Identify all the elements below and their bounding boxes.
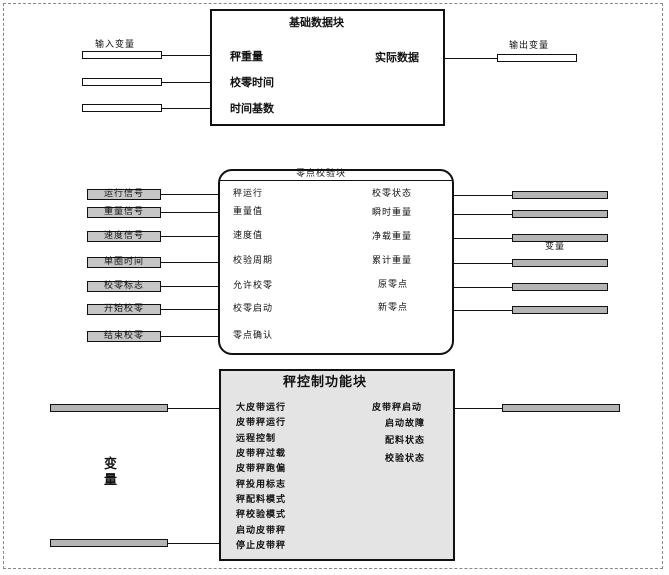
connector [161,309,218,310]
output-bar-net-weight [512,234,608,242]
input-bar-time-base [82,104,162,112]
connector [454,263,512,264]
connector [161,286,218,287]
input-weight-value: 重量值 [233,207,264,217]
output-total-weight: 累计重量 [372,256,413,266]
input-variables-label: 输入变量 [95,40,136,50]
output-bar-total-weight [512,259,608,267]
zero-check-block-title: 零点校验块 [296,169,347,179]
input-weight: 秤重量 [230,50,263,63]
input-scale-in-use-flag: 秤投用标志 [236,480,287,490]
input-main-belt-run: 大皮带运行 [236,403,287,413]
connector [161,262,218,263]
output-actual-data: 实际数据 [375,51,419,64]
input-batching-mode: 秤配料模式 [236,495,287,505]
signal-speed: 速度信号 [87,231,161,242]
connector [161,194,218,195]
input-speed-value: 速度值 [233,231,264,241]
input-bar-zero-time [82,78,162,86]
input-belt-overload: 皮带秤过载 [236,449,287,459]
output-bar-actual-data [497,54,577,62]
connector [162,108,210,109]
signal-run: 运行信号 [87,189,161,200]
input-scale-run: 秤运行 [233,189,264,199]
signal-end-zero: 结束校零 [87,331,161,342]
input-check-period: 校验周期 [233,256,274,266]
connector [454,287,512,288]
output-belt-scale-start: 皮带秤启动 [372,403,423,413]
connector [168,543,219,544]
output-bar-new-zero [512,306,608,314]
connector [445,58,497,59]
output-new-zero: 新零点 [378,303,409,313]
output-variables-label: 输出变量 [509,41,550,51]
connector [168,408,219,409]
input-time-base: 时间基数 [230,102,274,115]
scale-control-block [219,369,455,561]
input-belt-scale-run: 皮带秤运行 [236,418,287,428]
signal-lap-time: 单圈时间 [87,257,161,268]
connector [162,82,210,83]
block3-side-label-bottom: 量 [104,473,118,488]
output-zero-status: 校零状态 [372,189,413,199]
input-allow-zero: 允许校零 [233,281,274,291]
input-bar-bottom [50,539,168,547]
signal-weight: 重量信号 [87,207,161,218]
zero-check-block [218,169,454,355]
signal-start-zero: 开始校零 [87,304,161,315]
input-zero-confirm: 零点确认 [233,331,274,341]
input-bar-top [50,404,168,412]
output-batching-status: 配料状态 [385,436,426,446]
zero-check-block-title-divider [220,180,452,181]
signal-zero-flag: 校零标志 [87,281,161,292]
output-bar-zero-status [512,191,608,199]
connector [161,236,218,237]
connector [454,238,512,239]
zero-check-outputs-label: 变量 [545,242,566,252]
input-belt-deviation: 皮带秤跑偏 [236,464,287,474]
connector [161,212,218,213]
output-bar-instant-weight [512,210,608,218]
input-start-belt-scale: 启动皮带秤 [236,526,287,536]
input-calibration-mode: 秤校验模式 [236,510,287,520]
output-calibration-status: 校验状态 [385,454,426,464]
scale-control-block-title: 秤控制功能块 [283,375,368,390]
outer-frame [3,3,663,569]
input-bar-weight [82,51,162,59]
basic-data-block-title: 基础数据块 [289,16,344,29]
connector [161,336,218,337]
output-bar-original-zero [512,283,608,291]
connector [454,195,512,196]
block3-side-label-top: 变 [104,457,118,472]
output-original-zero: 原零点 [378,280,409,290]
input-zero-time: 校零时间 [230,76,274,89]
output-start-fault: 启动故障 [385,419,426,429]
input-remote-control: 远程控制 [236,434,277,444]
output-net-weight: 净载重量 [372,232,413,242]
connector [454,310,512,311]
output-instant-weight: 瞬时重量 [372,208,413,218]
output-bar-scale-start [502,404,620,412]
connector [454,214,512,215]
input-stop-belt-scale: 停止皮带秤 [236,541,287,551]
connector [162,55,210,56]
basic-data-block [210,9,445,126]
connector [455,408,502,409]
input-zero-start: 校零启动 [233,304,274,314]
